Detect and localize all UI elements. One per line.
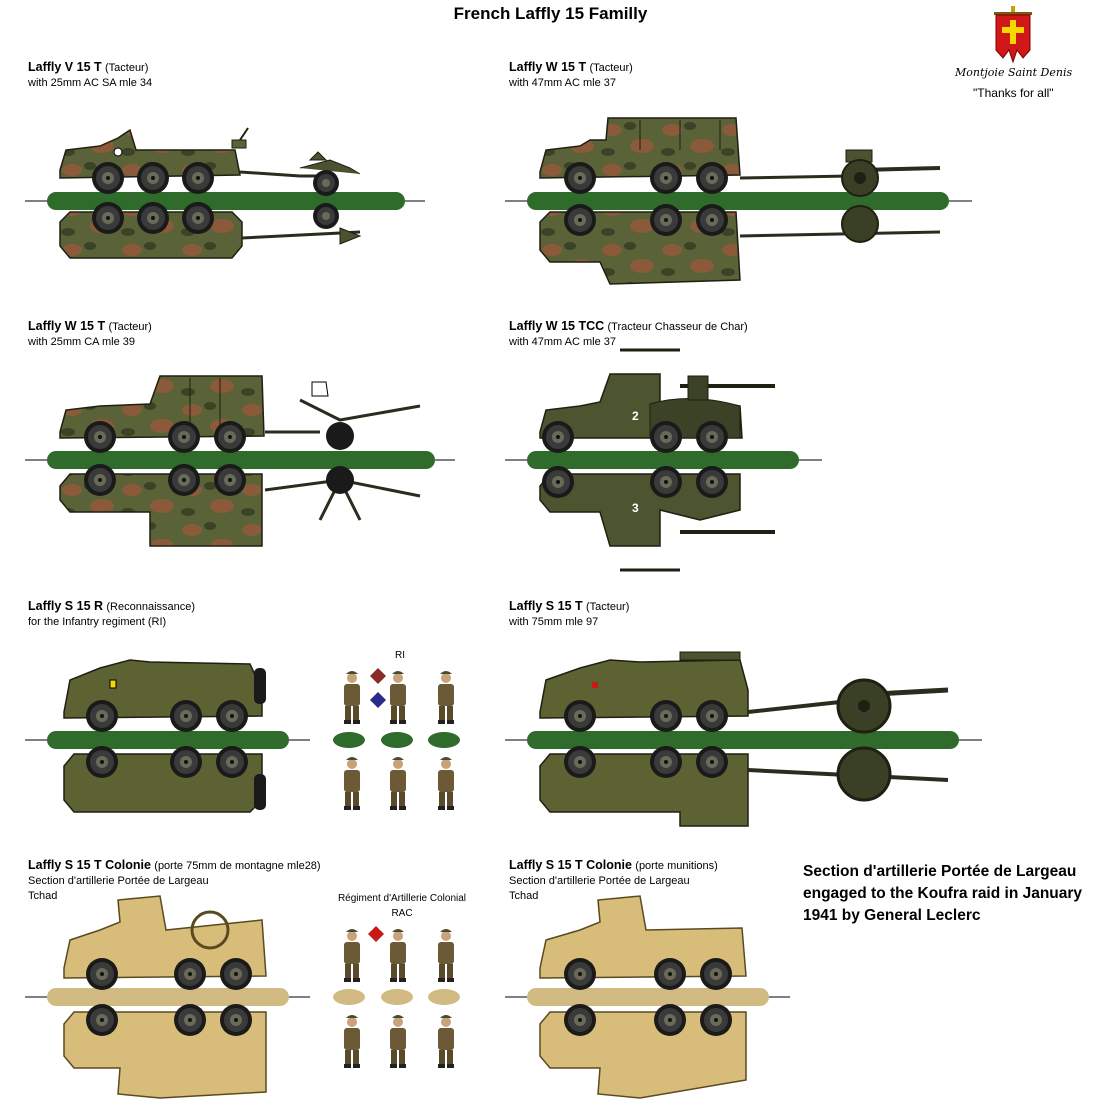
ground-bar xyxy=(25,731,460,749)
laffly-s15t-colonie-75-side xyxy=(63,895,267,990)
section-line: with 25mm CA mle 39 xyxy=(28,336,135,348)
section-name: Laffly S 15 T xyxy=(509,599,583,613)
rac-label: RAC xyxy=(391,908,413,919)
ground-bar xyxy=(25,192,425,210)
section-role: (porte 75mm de montagne mle28) xyxy=(154,860,321,872)
page-title: French Laffly 15 Familly xyxy=(453,4,648,23)
section-name: Laffly W 15 TCC xyxy=(509,319,605,333)
section-s15t-colonie-munitions: Laffly S 15 T Colonie (porte munitions) … xyxy=(509,858,718,904)
section-v15t: Laffly V 15 T (Tacteur) with 25mm AC SA … xyxy=(28,60,152,91)
laffly-v15t-top xyxy=(59,202,362,259)
section-name: Laffly V 15 T xyxy=(28,60,102,74)
laffly-w15t-25-top xyxy=(59,464,421,547)
section-w15tcc: Laffly W 15 TCC (Tracteur Chasseur de Ch… xyxy=(509,319,748,350)
laffly-s15t-colonie-munitions-side xyxy=(539,895,747,990)
ground-bar xyxy=(505,451,822,469)
section-s15r: Laffly S 15 R (Reconnaissance) for the I… xyxy=(28,599,195,630)
section-name: Laffly W 15 T xyxy=(28,319,106,333)
section-name: Laffly S 15 R xyxy=(28,599,104,613)
section-name: Laffly S 15 T Colonie xyxy=(28,858,151,872)
section-role: (Reconnaissance) xyxy=(106,601,196,613)
koufra-note: Section d'artillerie Portée de Largeau e… xyxy=(803,863,1083,924)
ri-label: RI xyxy=(395,650,405,661)
section-line: with 47mm AC mle 37 xyxy=(509,77,616,89)
section-role: (Tacteur) xyxy=(108,321,152,333)
laffly-w15tcc-top: 3 xyxy=(539,466,775,572)
laffly-s15t-colonie-munitions-top xyxy=(539,1004,747,1099)
section-line: with 25mm AC SA mle 34 xyxy=(28,77,153,89)
laffly-v15t-side xyxy=(59,127,361,196)
laffly-s15r-side xyxy=(63,659,266,732)
section-role: (porte munitions) xyxy=(635,860,718,872)
laffly-s15r-top xyxy=(63,746,266,813)
laffly-s15t-colonie-75-top xyxy=(63,1004,267,1099)
ground-bar xyxy=(505,988,790,1006)
laffly-w15t-47-side xyxy=(539,117,941,197)
section-line: Section d'artillerie Portée de Largeau xyxy=(28,875,209,887)
section-role: (Tacteur) xyxy=(585,601,630,613)
laffly-w15tcc-side: 2 xyxy=(539,348,775,453)
laffly-w15t-25-side xyxy=(59,375,421,453)
section-name: Laffly W 15 T xyxy=(509,60,587,74)
laffly-w15t-47-top xyxy=(539,204,941,285)
section-line: with 47mm AC mle 37 xyxy=(509,336,616,348)
section-s15t-colonie-75: Laffly S 15 T Colonie (porte 75mm de mon… xyxy=(28,858,321,904)
section-line: for the Infantry regiment (RI) xyxy=(28,616,167,628)
ground-bar xyxy=(505,731,982,749)
section-line: Tchad xyxy=(28,890,58,902)
section-w15t-25: Laffly W 15 T (Tacteur) with 25mm CA mle… xyxy=(28,319,152,350)
section-role: (Tacteur) xyxy=(104,62,149,74)
montjoie-banner-icon xyxy=(994,6,1032,64)
ri-soldiers xyxy=(344,668,454,810)
section-name: Laffly S 15 T Colonie xyxy=(509,858,632,872)
laffly-s15t-top xyxy=(539,746,949,827)
section-role: (Tacteur) xyxy=(589,62,633,74)
logo-thanks: "Thanks for all" xyxy=(973,86,1054,100)
section-line: with 75mm mle 97 xyxy=(509,616,599,628)
ground-bar xyxy=(25,988,460,1006)
logo-motto: Montjoie Saint Denis xyxy=(955,66,1073,79)
section-w15t-47: Laffly W 15 T (Tacteur) with 47mm AC mle… xyxy=(509,60,633,91)
section-role: (Tracteur Chasseur de Char) xyxy=(607,321,748,333)
vehicle-number: 2 xyxy=(632,409,639,423)
section-s15t: Laffly S 15 T (Tacteur) with 75mm mle 97 xyxy=(509,599,629,630)
rac-title: Régiment d'Artillerie Colonial xyxy=(337,893,467,904)
ground-bar xyxy=(505,192,972,210)
vehicle-number: 3 xyxy=(632,501,639,515)
section-line: Tchad xyxy=(509,890,539,902)
rac-soldiers xyxy=(344,926,454,1068)
laffly-s15t-side xyxy=(539,651,949,734)
section-line: Section d'artillerie Portée de Largeau xyxy=(509,875,690,887)
ground-bar xyxy=(25,451,455,469)
